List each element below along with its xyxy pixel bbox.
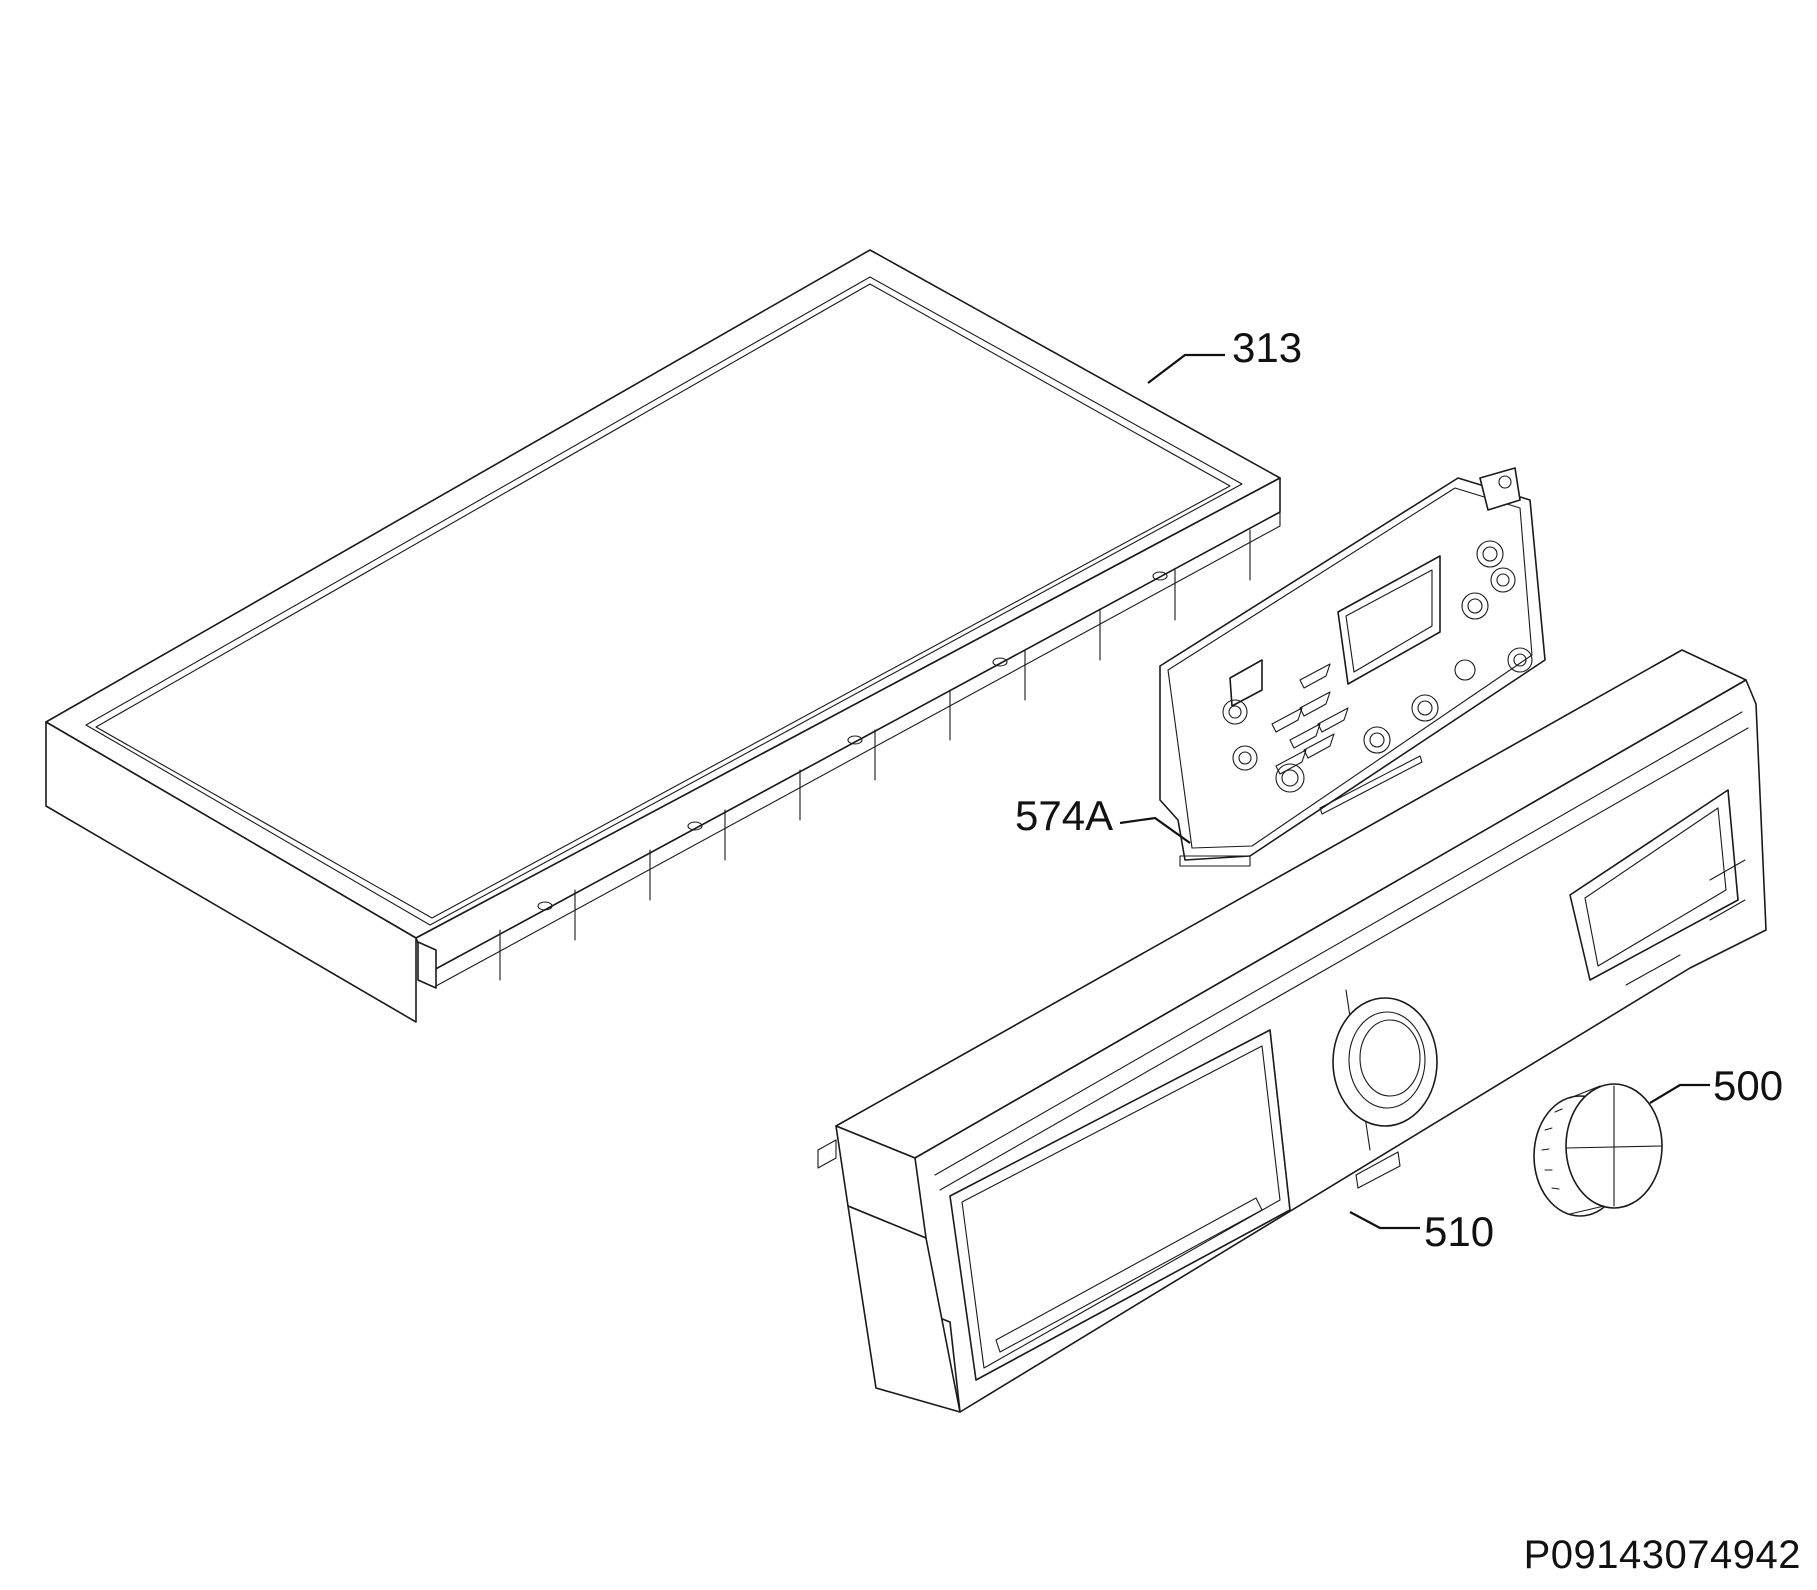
leader-510 bbox=[1349, 1211, 1420, 1230]
leader-313 bbox=[1147, 353, 1225, 384]
leader-574A bbox=[1119, 816, 1191, 844]
callout-510: 510 bbox=[1424, 1208, 1494, 1255]
worktop-part-313 bbox=[45, 249, 1281, 1023]
leader-lines bbox=[1119, 353, 1710, 1230]
callout-500: 500 bbox=[1713, 1062, 1783, 1109]
document-id: P09143074942 bbox=[1523, 1533, 1801, 1577]
control-bracket-part-574A bbox=[1159, 467, 1546, 867]
knob-part-500 bbox=[1533, 1083, 1663, 1217]
callout-574A: 574A bbox=[1015, 792, 1113, 839]
control-fascia-part-510 bbox=[817, 649, 1767, 1413]
leader-500 bbox=[1649, 1083, 1710, 1104]
callout-313: 313 bbox=[1232, 324, 1302, 371]
